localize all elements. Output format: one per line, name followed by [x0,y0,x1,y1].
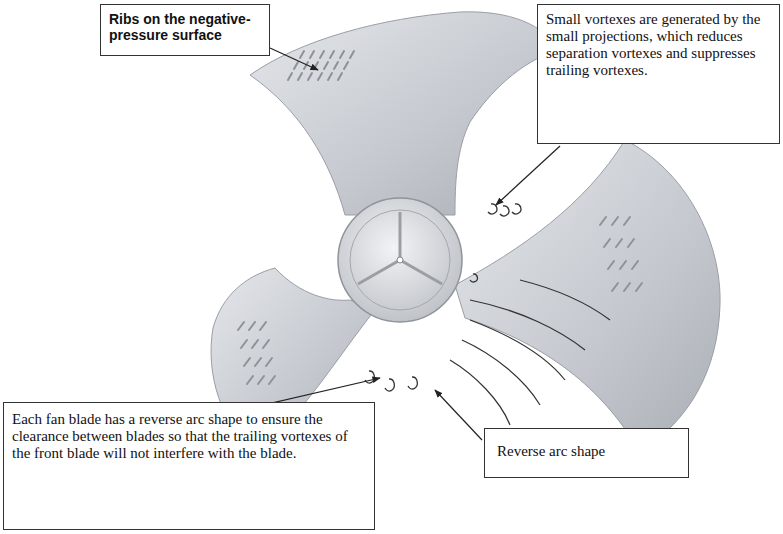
hub [338,198,462,322]
top-blade [250,12,558,215]
callout-text: Small vortexes are generated by the smal… [546,11,771,79]
callout-box: Each fan blade has a reverse arc shape t… [3,402,375,530]
callout-text: Ribs on the negative-pressure surface [109,11,261,43]
callout-text: Each fan blade has a reverse arc shape t… [12,411,366,462]
callout-text: Reverse arc shape [497,443,676,460]
callout-box: Reverse arc shape [484,428,689,478]
leader-lines [250,48,560,440]
streamlines [450,280,610,425]
right-blade [455,140,720,452]
hub-inner [350,210,450,310]
hub-center [397,257,403,263]
callout-box: Small vortexes are generated by the smal… [537,4,780,144]
callout-box: Ribs on the negative-pressure surface [100,4,270,56]
hub-spokes [358,212,442,284]
